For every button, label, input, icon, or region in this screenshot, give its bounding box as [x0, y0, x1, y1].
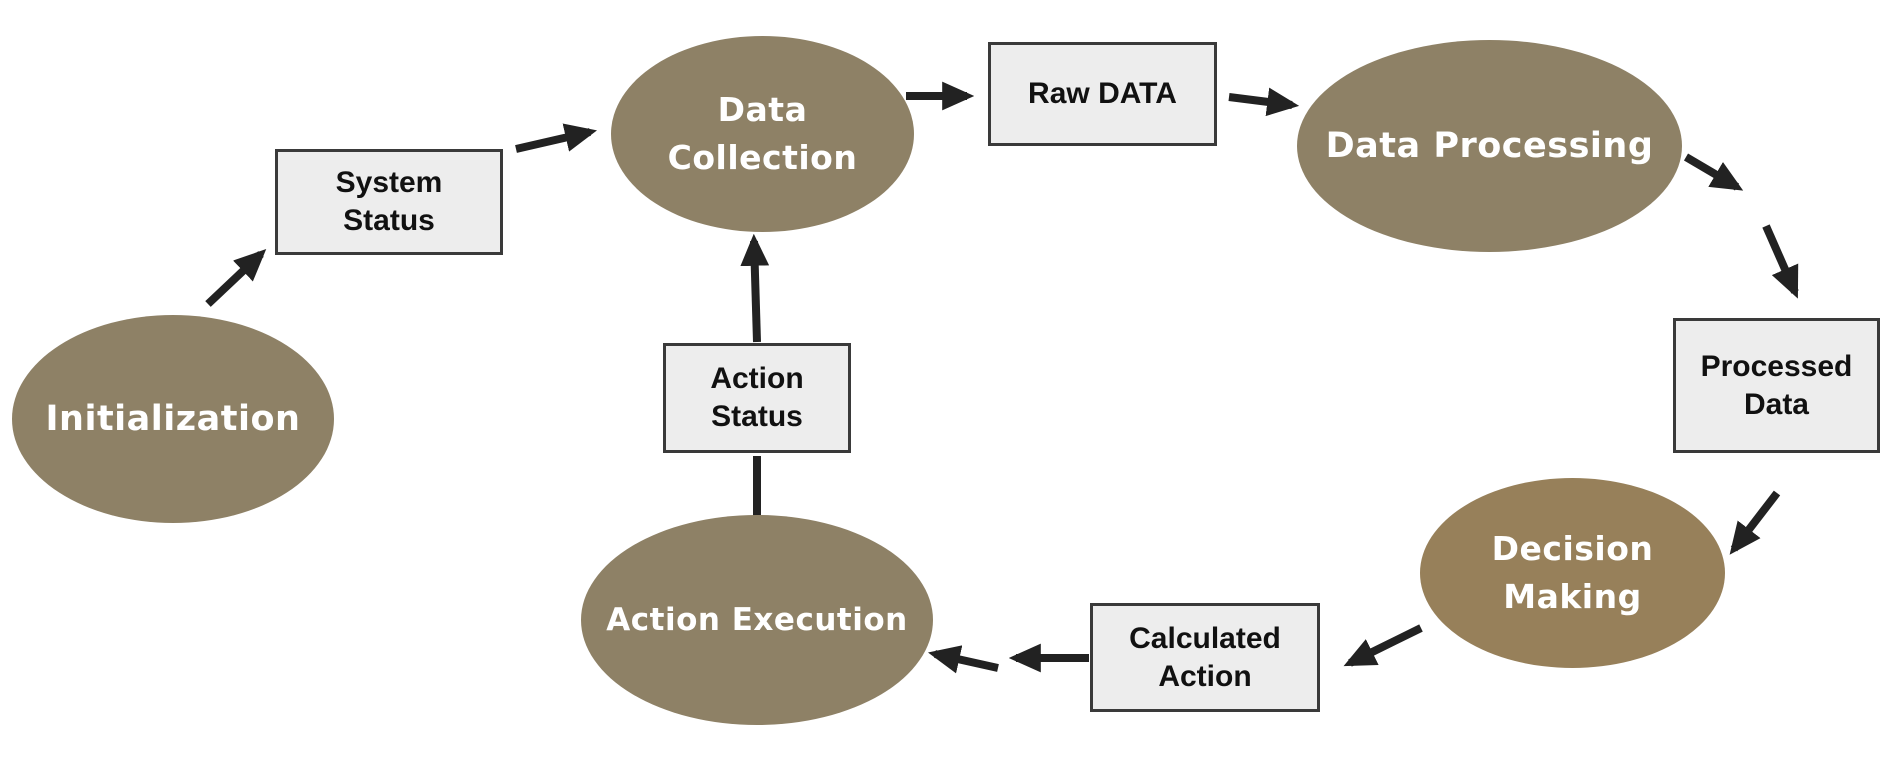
node-data-collection: Data Collection: [611, 36, 914, 232]
node-system-status: System Status: [275, 149, 503, 255]
node-action-status: Action Status: [663, 343, 851, 453]
node-processed-data: Processed Data: [1673, 318, 1880, 453]
node-raw-data: Raw DATA: [988, 42, 1217, 146]
arrow-processed-data-to-decision-making: [1729, 490, 1781, 555]
arrow-initialization-to-system-status: [205, 249, 267, 307]
arrow-data-processing-to-processed-data-1: [1683, 153, 1744, 191]
node-data-processing: Data Processing: [1297, 40, 1682, 252]
node-calculated-action: Calculated Action: [1090, 603, 1320, 712]
arrow-decision-making-to-calculated-action: [1343, 624, 1423, 667]
arrow-system-status-to-data-collection: [515, 123, 598, 153]
arrow-data-processing-to-processed-data-2: [1762, 224, 1799, 299]
arrow-raw-data-to-data-processing: [1228, 87, 1300, 117]
node-decision-making: Decision Making: [1420, 478, 1725, 668]
arrow-calculated-action-to-action-execution-2: [927, 645, 999, 674]
node-action-execution: Action Execution: [581, 515, 933, 725]
arrow-action-status-to-data-collection: [740, 233, 770, 343]
node-initialization: Initialization: [12, 315, 334, 523]
